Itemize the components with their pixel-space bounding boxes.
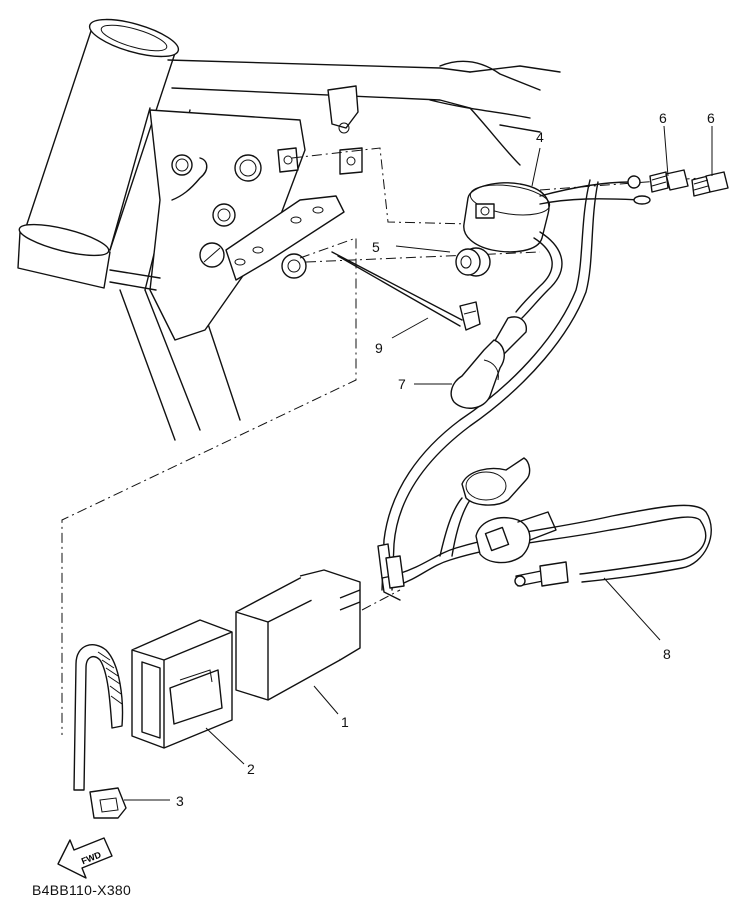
callout-8: 8 [663,646,671,662]
callout-5: 5 [372,239,380,255]
callout-7: 7 [398,376,406,392]
callout-3: 3 [176,793,184,809]
callout-2: 2 [247,761,255,777]
spark-plug-cap [450,316,527,409]
leader-bolt-to-coil [539,177,701,191]
cdi-damper [131,619,233,749]
cable-band [73,644,127,819]
callout-9: 9 [375,340,383,356]
callout-leaders [124,125,713,801]
ignition-coil [381,175,651,591]
wire-band [331,251,481,331]
callout-4: 4 [536,129,544,145]
leader-frame-to-cdi [61,237,357,735]
wire-harness [377,457,712,601]
callout-6b: 6 [707,110,715,126]
forward-arrow-icon: FWD [57,837,113,879]
leader-grommet-to-coil [305,251,541,263]
cdi-unit [235,569,361,701]
callout-6a: 6 [659,110,667,126]
leader-frame-to-coil [291,147,471,225]
leader-cdi-to-wire [361,589,401,611]
diagram-code: B4BB110-X380 [32,882,132,898]
callout-1: 1 [341,714,349,730]
bolt-left [649,169,689,193]
frame-assembly [17,18,561,441]
rubber-grommet [455,247,491,277]
bolt-right [691,171,729,197]
